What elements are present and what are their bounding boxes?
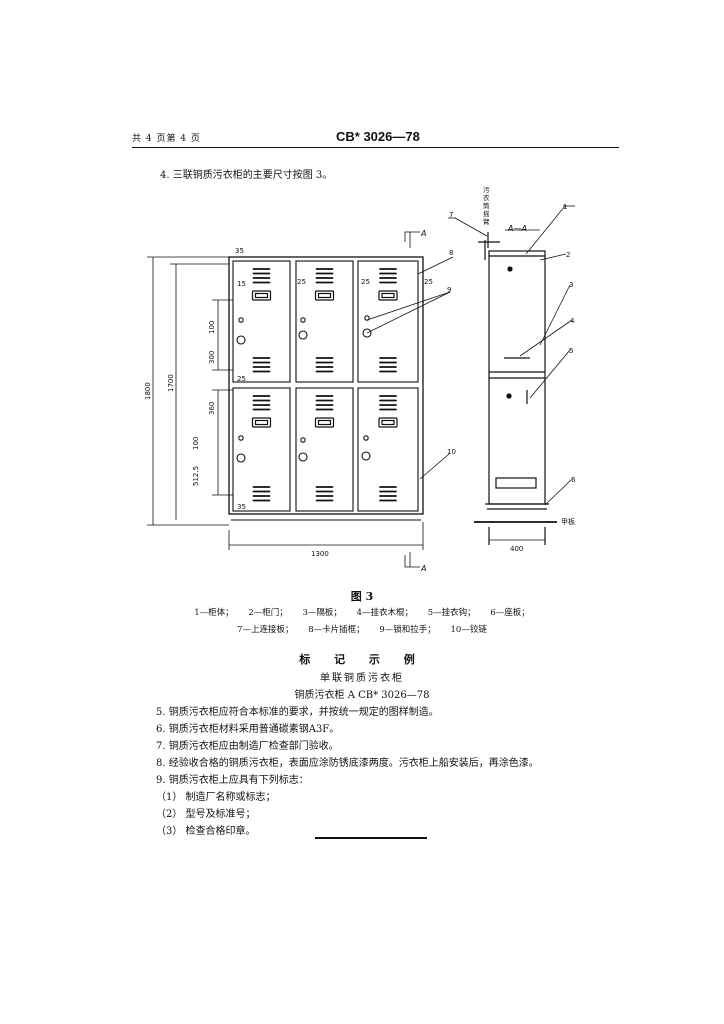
callout-10: 10 [447,448,456,456]
dim-1800: 1800 [144,382,152,400]
callout-7: 7 [449,211,453,219]
marking-example-title: 标 记 示 例 [299,653,425,666]
dim-360: 360 [208,402,216,415]
clause-9-item-2: （2） 型号及标准号； [156,809,256,820]
legend-item: 2—柜门； [248,608,288,618]
card-holder-inner [381,292,395,299]
legend-item: 10—铰链 [450,625,487,635]
vertical-note-2: 衣 [483,193,490,202]
card-holder-inner [317,292,332,299]
clause-6: 6. 铜质污衣柜材料采用普通碳素钢A3F。 [156,724,340,735]
lock [298,330,308,340]
door-vents [252,268,397,502]
figure-legend-row-2: 7—上连接板； 8—卡片插框； 9—锁和拉手； 10—铰链 [0,623,724,635]
lock [236,335,246,345]
lock-hole [300,437,306,443]
marking-line-1: 单联铜质污衣柜 [320,673,404,684]
lock [298,452,308,462]
section-mark-top: A [420,229,426,238]
door-2 [295,260,354,383]
callout-1: 1 [563,203,567,211]
figure-legend-row-1: 1—柜体； 2—柜门； 3—隔板； 4—挂衣木棍； 5—挂衣钩； 6—座板； [0,606,724,618]
dim-400: 400 [510,545,523,553]
dim-25-a: 25 [297,278,306,286]
lock-hole [238,435,244,441]
lock-hole [238,317,244,323]
dim-512-5: 512.5 [192,466,200,486]
lock-hole [364,315,370,321]
callout-3: 3 [569,281,573,289]
legend-item: 8—卡片插框； [308,625,365,635]
legend-item: 7—上连接板； [237,625,294,635]
vertical-note-4: 摇 [483,209,490,218]
callout-9: 9 [447,286,451,294]
dim-35-top: 35 [235,247,244,255]
legend-item: 5—挂衣钩； [427,608,476,618]
card-holder-inner [254,419,269,426]
callout-4: 4 [570,317,575,325]
floor-label: 甲板 [561,517,575,526]
legend-item: 9—锁和拉手； [379,625,436,635]
legend-item: 1—柜体； [194,608,234,618]
card-holder-inner [254,292,269,299]
door-6 [357,387,419,512]
section-mark-bottom: A [420,564,426,573]
card-holder-inner [381,419,395,426]
clause-9: 9. 铜质污衣柜上应具有下列标志： [156,775,309,786]
end-rule [315,837,427,839]
dim-100-top: 100 [208,321,216,334]
vertical-note-1: 污 [483,186,490,194]
vertical-note-5: 臂 [483,217,490,226]
clause-8: 8. 经验收合格的铜质污衣柜，表面应涂防锈底漆两度。污衣柜上船安装后，再涂色漆。 [156,758,539,769]
dim-15: 15 [237,280,246,288]
standard-code: CB* 3026—78 [336,129,420,144]
figure-3-drawing: 35 15 25 25 25 25 35 1300 400 1800 1700 … [144,186,576,573]
lock [236,453,246,463]
header-rule [132,147,619,148]
dim-1300: 1300 [311,550,329,558]
callout-5: 5 [569,347,573,355]
dim-25-mid: 25 [237,375,246,383]
clause-9-item-1: （1） 制造厂名称或标志； [156,792,276,803]
door-1 [232,260,291,383]
legend-item: 4—挂衣木棍； [356,608,414,618]
lock-hole [300,317,306,323]
dim-100-low: 100 [192,437,200,450]
callout-6: 6 [571,476,576,484]
lock-hole [363,435,369,441]
page-count: 共 4 页第 4 页 [132,134,201,144]
dim-35-bottom: 35 [237,503,246,511]
vertical-note-3: 筒 [483,201,490,210]
marking-line-2: 铜质污衣柜 A CB* 3026—78 [294,690,430,701]
door-handles [251,290,398,428]
clause-4: 4. 三联铜质污衣柜的主要尺寸按图 3。 [160,170,333,181]
card-holder-inner [317,419,332,426]
legend-item: 6—座板； [490,608,530,618]
door-4 [232,387,291,512]
door-3 [357,260,419,383]
dim-1700: 1700 [167,374,175,392]
legend-item: 3—隔板； [302,608,342,618]
clause-9-item-3: （3） 检查合格印章。 [156,826,256,837]
clause-7: 7. 铜质污衣柜应由制造厂检查部门验收。 [156,741,339,752]
dim-25-c: 25 [424,278,433,286]
clause-5: 5. 铜质污衣柜应符合本标准的要求，并按统一规定的图样制造。 [156,707,439,718]
section-view-label: A—A [507,224,527,233]
callout-2: 2 [566,251,570,259]
dim-300: 300 [208,351,216,364]
callout-8: 8 [449,249,453,257]
dim-25-b: 25 [361,278,370,286]
door-5 [295,387,354,512]
figure-title: 图 3 [350,590,374,603]
lock [361,451,371,461]
